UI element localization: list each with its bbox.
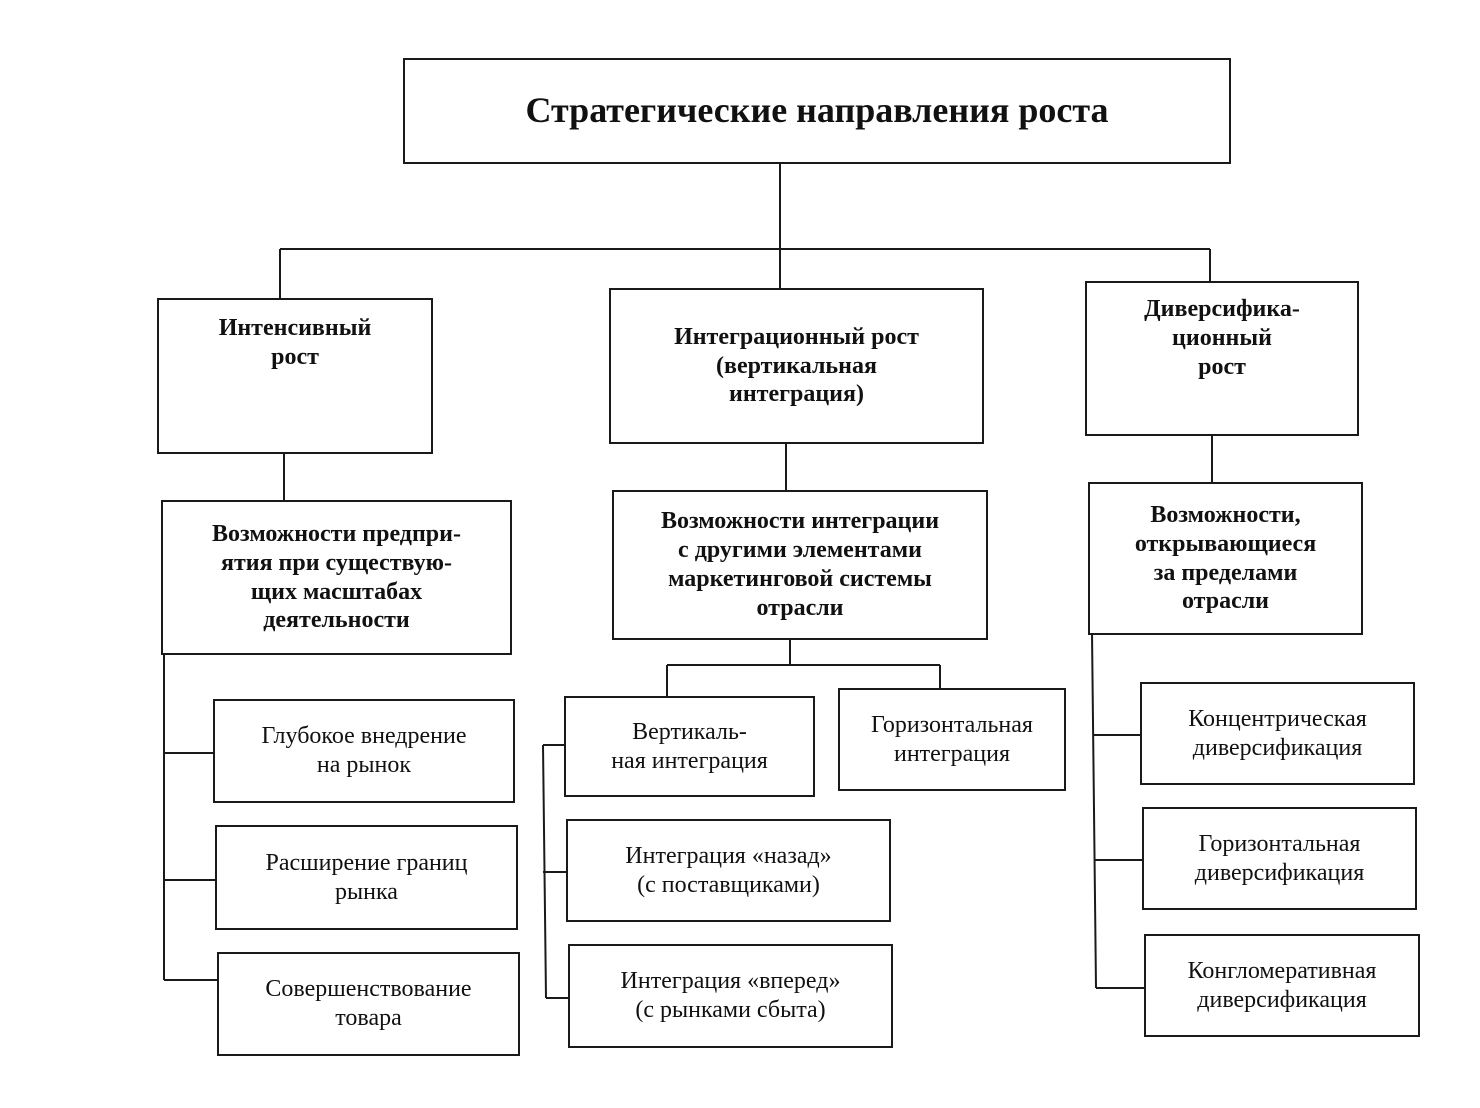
box-intensive-growth: Интенсивный рост <box>157 298 433 454</box>
box-diversification-growth: Диверсифика- ционный рост <box>1085 281 1359 436</box>
diversification-item-label: Горизонтальная диверсификация <box>1194 830 1365 886</box>
intensive-growth-label: Интенсивный рост <box>218 315 372 370</box>
box-conglomerate-diversification: Конгломеративная диверсификация <box>1144 934 1420 1037</box>
box-horizontal-integration: Горизонтальная интеграция <box>838 688 1066 791</box>
vertical-item-label: Интеграция «вперед» (с рынками сбыта) <box>620 968 841 1023</box>
box-horizontal-diversification: Горизонтальная диверсификация <box>1142 807 1417 910</box>
horizontal-integration-label: Горизонтальная интеграция <box>871 711 1033 767</box>
intensive-item-label: Глубокое внедрение на рынок <box>261 723 467 778</box>
diversification-item-label: Концентрическая диверсификация <box>1188 705 1367 761</box>
box-vertical-integration: Вертикаль- ная интеграция <box>564 696 815 797</box>
diagram-title-text: Стратегические направления роста <box>525 90 1109 131</box>
diversification-opportunities-label: Возможности, открывающиеся за пределами … <box>1134 501 1317 615</box>
box-integration-opportunities: Возможности интеграции с другими элемент… <box>612 490 988 640</box>
integration-growth-label: Интеграционный рост (вертикальная интегр… <box>674 323 919 408</box>
intensive-item-label: Расширение границ рынка <box>265 849 468 905</box>
box-market-penetration: Глубокое внедрение на рынок <box>213 699 515 803</box>
integration-opportunities-label: Возможности интеграции с другими элемент… <box>660 508 940 621</box>
intensive-item-label: Совершенствование товара <box>265 976 472 1031</box>
box-intensive-opportunities: Возможности предпри- ятия при существую-… <box>161 500 512 655</box>
intensive-opportunities-label: Возможности предпри- ятия при существую-… <box>212 520 461 634</box>
connector-line <box>1091 632 1097 989</box>
box-integration-growth: Интеграционный рост (вертикальная интегр… <box>609 288 984 444</box>
vertical-integration-label: Вертикаль- ная интеграция <box>611 718 768 774</box>
box-product-improvement: Совершенствование товара <box>217 952 520 1056</box>
vertical-item-label: Интеграция «назад» (с поставщиками) <box>625 842 832 898</box>
diversification-item-label: Конгломеративная диверсификация <box>1187 957 1377 1013</box>
box-backward-integration: Интеграция «назад» (с поставщиками) <box>566 819 891 922</box>
box-concentric-diversification: Концентрическая диверсификация <box>1140 682 1415 785</box>
box-diversification-opportunities: Возможности, открывающиеся за пределами … <box>1088 482 1363 635</box>
diversification-growth-label: Диверсифика- ционный рост <box>1144 296 1300 380</box>
box-forward-integration: Интеграция «вперед» (с рынками сбыта) <box>568 944 893 1048</box>
diagram-title: Стратегические направления роста <box>403 58 1231 164</box>
box-market-expansion: Расширение границ рынка <box>215 825 518 930</box>
